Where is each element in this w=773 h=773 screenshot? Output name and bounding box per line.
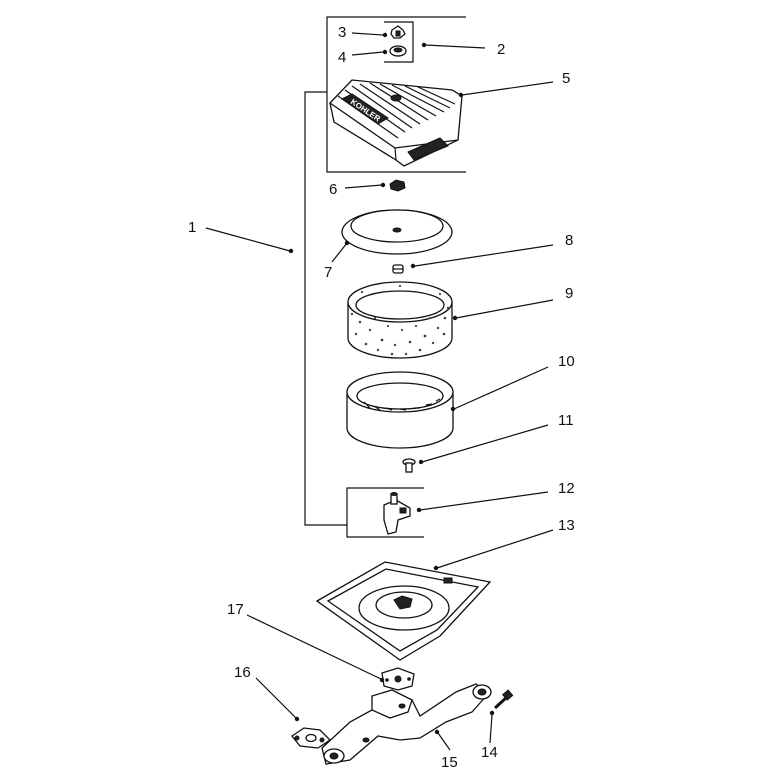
callout-15: 15 xyxy=(441,754,458,771)
callout-2: 2 xyxy=(497,41,505,58)
nut-part xyxy=(389,179,406,192)
callout-1: 1 xyxy=(188,219,196,236)
bracket-item-1 xyxy=(304,91,347,526)
box-item-12 xyxy=(346,487,424,538)
logo-plate xyxy=(341,93,389,125)
grommet-part xyxy=(392,264,404,274)
callout-7: 7 xyxy=(324,264,332,281)
element-cover-part xyxy=(341,209,453,255)
foam-texture xyxy=(350,284,450,356)
bracket-part xyxy=(383,492,411,535)
callout-6: 6 xyxy=(329,181,337,198)
box-item-2 xyxy=(326,16,466,173)
callout-16: 16 xyxy=(234,664,251,681)
box-items-3-4 xyxy=(384,21,414,63)
callout-labels: 1 2 3 4 5 6 7 8 9 10 11 12 13 14 15 16 1… xyxy=(188,24,575,771)
seal-washer-part xyxy=(389,45,407,57)
intake-slot xyxy=(407,137,449,161)
leader-lines xyxy=(205,32,554,751)
air-cleaner-cover-part: KOHLER xyxy=(329,79,463,167)
air-filter-element-part xyxy=(346,371,454,449)
callout-11: 11 xyxy=(558,412,574,429)
callout-9: 9 xyxy=(565,285,573,302)
callout-10: 10 xyxy=(558,353,575,370)
callout-8: 8 xyxy=(565,232,573,249)
bolt-part xyxy=(493,689,514,710)
pleat-lines xyxy=(363,398,441,411)
callout-3: 3 xyxy=(338,24,346,41)
callout-17: 17 xyxy=(227,601,244,618)
cover-center-hole xyxy=(390,94,402,102)
base-plate-part xyxy=(315,561,492,661)
elbow-adapter-part xyxy=(321,683,492,765)
gasket-part xyxy=(381,667,415,691)
callout-5: 5 xyxy=(562,70,570,87)
screw-part xyxy=(402,458,416,473)
callout-13: 13 xyxy=(558,517,575,534)
precleaner-part xyxy=(347,281,453,359)
callout-4: 4 xyxy=(338,49,346,66)
callout-12: 12 xyxy=(558,480,575,497)
cover-ribs xyxy=(337,82,456,139)
callout-14: 14 xyxy=(481,744,498,761)
flange-gasket-part xyxy=(291,727,332,749)
wing-nut-part xyxy=(390,25,406,39)
